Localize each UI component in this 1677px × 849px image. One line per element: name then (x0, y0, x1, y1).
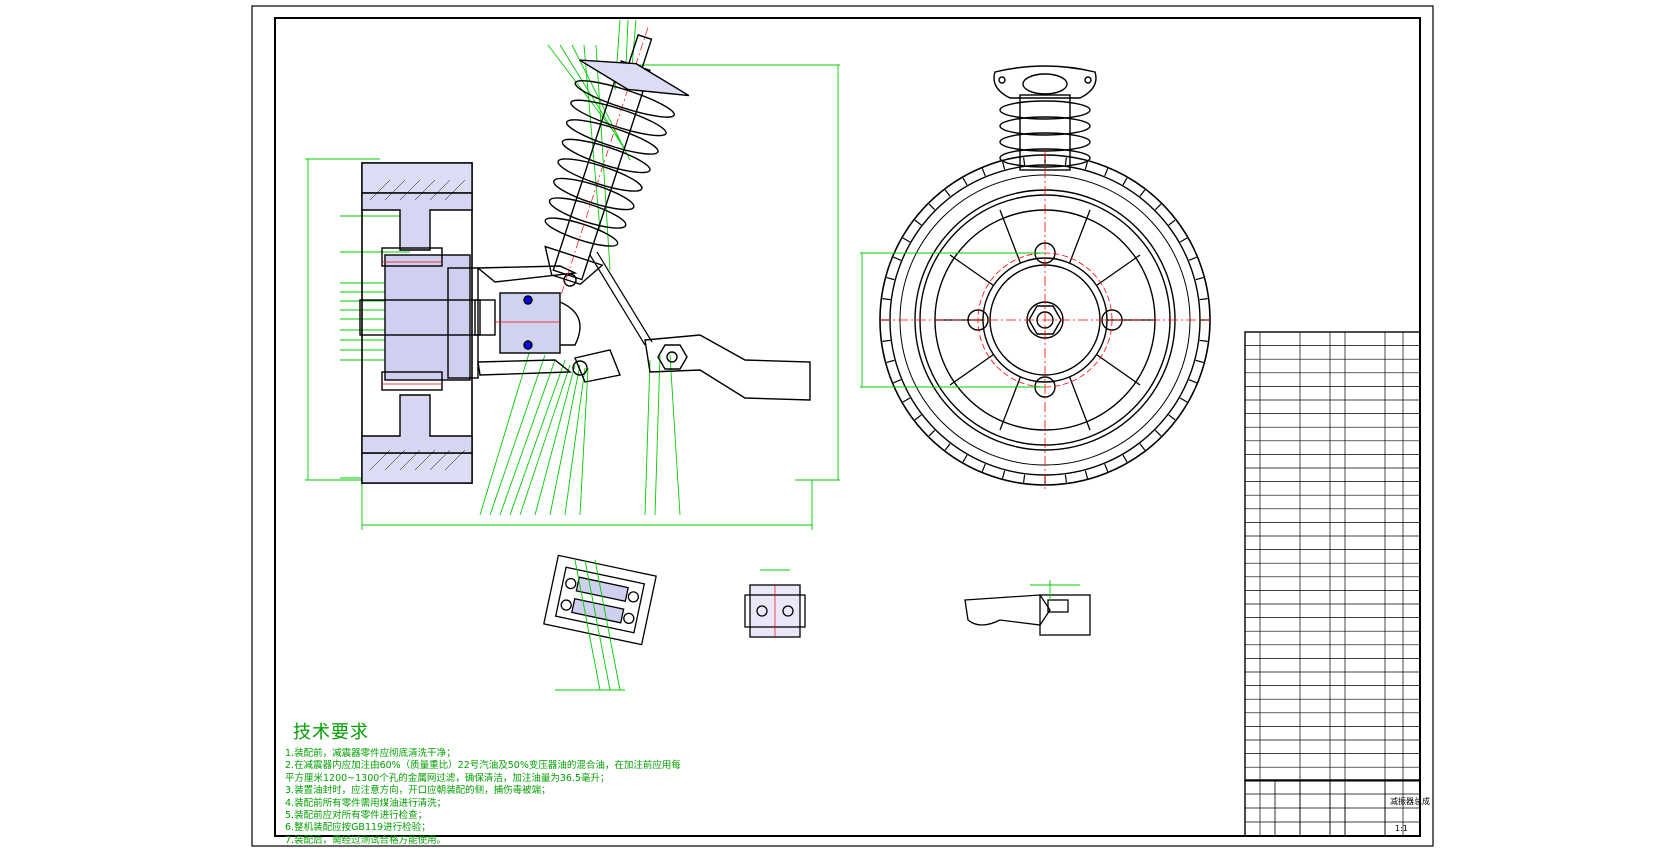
tread-mark (1154, 429, 1162, 437)
tread-mark (1195, 276, 1204, 281)
tread-mark (1084, 470, 1089, 479)
tread-mark (944, 189, 951, 197)
tread-mark (1022, 157, 1026, 166)
drawing-name: 减振器总成 (1390, 797, 1430, 806)
tread-mark (1064, 157, 1068, 166)
notes-title: 技术要求 (293, 722, 369, 743)
tread-mark (1001, 470, 1006, 479)
tread-mark (882, 297, 891, 301)
drawing-scale: 1:1 (1395, 824, 1408, 833)
detail-view-b (744, 569, 806, 638)
note-line: 4.装配前所有零件需用煤油进行清洗； (285, 797, 447, 809)
tread-mark (1168, 219, 1176, 226)
technical-requirements: 技术要求 1.装配前，减震器零件应彻底清洗干净； 2.在减震器内应加注由60%（… (285, 718, 765, 847)
tread-mark (1188, 379, 1197, 384)
tread-mark (962, 177, 968, 186)
tread-mark (1199, 339, 1208, 343)
tread-mark (981, 463, 986, 472)
note-line: 平方厘米1200~1300个孔的金属网过滤，确保清洁，加注油量为36.5毫升； (285, 772, 610, 784)
tread-mark (1084, 161, 1089, 170)
tread-mark (1104, 168, 1109, 177)
detail-view-a (543, 554, 657, 691)
tread-mark (1179, 397, 1188, 403)
tread-mark (902, 237, 911, 243)
tread-mark (893, 256, 902, 261)
outer-frame (251, 5, 1434, 847)
tread-mark (914, 414, 922, 421)
title-block (1244, 779, 1421, 837)
note-line: 1.装配前，减震器零件应彻底清洗干净； (285, 748, 456, 759)
tread-mark (1139, 443, 1146, 451)
tread-mark (1199, 297, 1208, 301)
note-line: 6.整机装配应按GB119进行检验； (285, 822, 431, 834)
tread-mark (1122, 454, 1128, 463)
tread-mark (944, 443, 951, 451)
tread-mark (1188, 256, 1197, 261)
tread-mark (914, 219, 922, 226)
tread-mark (1168, 414, 1176, 421)
note-line: 3.装置油封时，应注意方向，开口应朝装配的侧，捕伤毒被端； (285, 785, 551, 797)
wheel-side-view (860, 65, 1211, 490)
parts-list-table (1244, 331, 1421, 837)
tread-mark (902, 397, 911, 403)
tread-mark (928, 429, 936, 437)
note-line: 2.在减震器内应加注由60%（质量重比）22号汽油及50%变压器油的混合油，在加… (285, 760, 681, 772)
tread-mark (962, 454, 968, 463)
tread-mark (1001, 161, 1006, 170)
tread-mark (1064, 474, 1068, 483)
tread-mark (1154, 203, 1162, 211)
tread-mark (981, 168, 986, 177)
tread-mark (1139, 189, 1146, 197)
note-line: 5.装配前应对所有零件进行检查； (285, 810, 428, 822)
detail-view-c (964, 580, 1091, 636)
tread-mark (928, 203, 936, 211)
tread-mark (1122, 177, 1128, 186)
tread-mark (886, 276, 895, 281)
tread-mark (886, 359, 895, 364)
tread-mark (1104, 463, 1109, 472)
main-assembly-view (305, 19, 840, 530)
tread-mark (1179, 237, 1188, 243)
tread-mark (893, 379, 902, 384)
tread-mark (1022, 474, 1026, 483)
tread-mark (882, 339, 891, 343)
tread-mark (1195, 359, 1204, 364)
note-line: 7.装配后，需经过测试合格方能使用。 (285, 834, 447, 846)
